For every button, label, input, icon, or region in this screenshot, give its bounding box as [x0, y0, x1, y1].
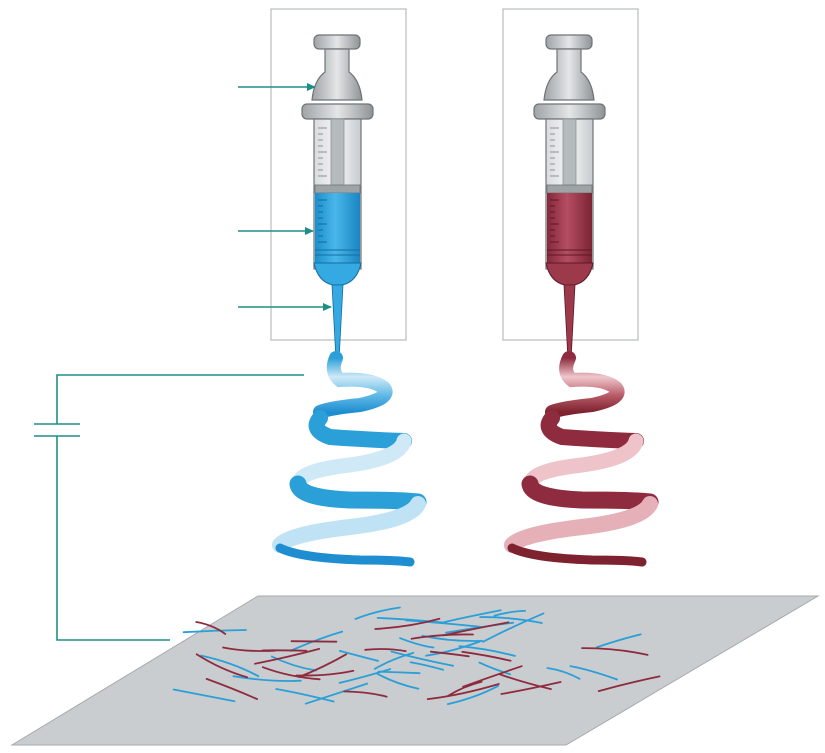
left-scale: [318, 127, 327, 177]
red-fiber: [500, 681, 562, 695]
red-fiber: [597, 675, 661, 692]
blue-fiber: [425, 640, 481, 657]
red-fiber: [364, 648, 407, 652]
blue-fiber: [200, 654, 260, 678]
left-barrel-tip: [313, 262, 362, 286]
red-fiber: [205, 678, 258, 700]
blue-fiber: [446, 685, 499, 705]
left-needle: [331, 284, 344, 361]
red-fiber: [374, 617, 441, 630]
blue-fiber: [338, 668, 392, 684]
red-fiber: [447, 680, 483, 697]
power-circuit: [34, 374, 304, 641]
red-fiber: [343, 690, 388, 698]
blue-fiber: [275, 688, 335, 703]
red-fiber: [254, 648, 321, 665]
right-barrel-tip: [545, 262, 594, 286]
blue-fiber: [482, 612, 545, 643]
red-fiber: [410, 633, 474, 640]
left-piston: [314, 184, 361, 194]
wire-to-needle: [56, 374, 304, 424]
wire-to-collector: [56, 436, 170, 641]
blue-fiber: [338, 650, 379, 662]
blue-fiber: [376, 672, 420, 690]
right-syringe: [533, 34, 606, 361]
right-inner-rod: [562, 118, 577, 188]
blue-fiber: [390, 650, 454, 667]
red-spiral-jet: [504, 351, 659, 567]
blue-fiber: [546, 667, 581, 680]
right-scale: [550, 127, 559, 177]
left-scale-liquid: [318, 199, 327, 243]
blue-fiber: [399, 637, 435, 649]
red-fiber: [222, 646, 276, 652]
left-flange: [301, 103, 374, 120]
blue-fiber: [304, 682, 369, 705]
blue-fiber: [493, 610, 527, 617]
blue-fiber: [478, 661, 512, 676]
blue-fiber: [479, 616, 543, 624]
red-fiber: [426, 683, 500, 700]
blue-fiber: [596, 633, 642, 649]
red-fiber: [462, 665, 523, 688]
blue-fiber: [232, 675, 302, 682]
left-plunger-cap: [313, 34, 361, 50]
blue-spiral-jet: [272, 351, 427, 567]
left-inner-rod: [330, 118, 345, 188]
blue-fiber: [289, 630, 344, 652]
right-plunger-rod: [543, 48, 595, 101]
blue-fiber: [373, 652, 415, 670]
red-fiber: [261, 666, 321, 681]
blue-fiber: [443, 609, 502, 624]
blue-fiber: [182, 629, 247, 634]
right-plunger-cap: [545, 34, 593, 50]
blue-fiber: [354, 606, 401, 620]
blue-fiber: [405, 619, 482, 628]
red-fiber: [461, 650, 512, 662]
red-fiber: [295, 669, 355, 677]
blue-fiber: [270, 655, 317, 672]
right-piston: [546, 184, 593, 194]
left-plunger-rod: [311, 48, 363, 101]
left-syringe: [301, 34, 374, 361]
left-liquid: [315, 193, 360, 263]
blue-fiber: [569, 665, 618, 681]
red-fiber: [195, 653, 248, 679]
blue-fiber: [172, 688, 236, 703]
deposited-fibers: [172, 606, 661, 705]
red-fiber: [429, 650, 470, 658]
red-fiber: [290, 640, 338, 643]
right-flange: [533, 103, 606, 120]
red-fiber: [195, 621, 227, 635]
right-needle: [563, 284, 576, 361]
red-fiber: [581, 647, 649, 656]
red-fiber: [498, 673, 552, 690]
right-scale-liquid: [550, 199, 559, 243]
collector-plate: [10, 595, 820, 746]
right-liquid: [547, 193, 592, 263]
blue-fiber: [409, 661, 444, 671]
